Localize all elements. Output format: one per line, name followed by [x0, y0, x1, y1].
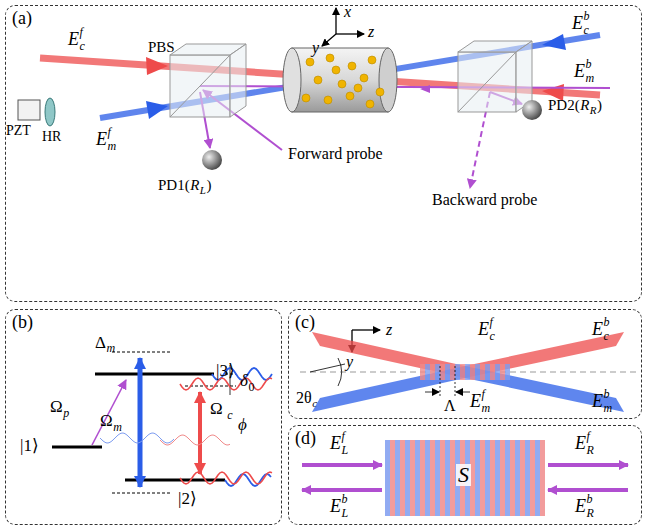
figure-label: b [587, 493, 593, 505]
figure-label: b [342, 493, 348, 505]
figure-label: R [190, 178, 199, 193]
figure-label: Ω [208, 400, 225, 417]
figure-label: E [478, 320, 489, 338]
figure-label: c [604, 330, 609, 342]
figure-label: Ω [100, 412, 113, 429]
figure-label: E [572, 14, 583, 32]
figure-label: δ [240, 372, 248, 389]
figure-label: Backward probe [432, 192, 537, 208]
figure-label: x [344, 4, 351, 20]
figure-label: m [108, 140, 117, 152]
figure-label: m [482, 402, 491, 414]
figure-label: f [342, 430, 345, 442]
figure-label: b [584, 10, 590, 22]
panel-label: (d) [295, 429, 316, 447]
figure-label: c [312, 398, 317, 409]
figure-label: E [330, 497, 341, 515]
figure-label: c [225, 409, 234, 421]
figure-label: E [575, 434, 586, 452]
figure-label: m [586, 72, 595, 84]
figure-label: y [312, 40, 319, 56]
figure-label: 2θ [296, 390, 312, 406]
figure-label: b [586, 58, 592, 70]
figure-label: E [96, 130, 107, 148]
figure-label: E [68, 30, 79, 48]
figure-label: E [592, 320, 603, 338]
figure-label: E [575, 497, 586, 515]
figure-label: PD2( [548, 98, 580, 113]
figure-label: c [80, 40, 85, 52]
figure-label: p [63, 407, 69, 419]
figure-label: L [200, 185, 206, 196]
figure-label: R [580, 98, 589, 113]
figure-label: Ω [50, 398, 63, 415]
figure-label: PZT [6, 124, 31, 138]
figure-label: z [386, 322, 392, 338]
figure-label: Forward probe [288, 146, 383, 162]
figure-label: Δ [95, 334, 106, 351]
figure-label: PBS [148, 40, 175, 55]
figure-label: c [584, 24, 589, 36]
figure-label: L [342, 507, 349, 519]
figure-label: f [490, 316, 493, 328]
figure-label: b [604, 388, 610, 400]
figure-label: 0 [248, 381, 254, 393]
figure-label: f [80, 26, 83, 38]
figure-label: |2⟩ [178, 490, 197, 507]
figure-label: y [346, 354, 353, 370]
panel-label: (b) [12, 313, 33, 331]
figure-label: m [106, 342, 115, 354]
figure-label: E [574, 62, 585, 80]
figure-label: |1⟩ [20, 437, 39, 454]
figure-label: R [590, 105, 597, 116]
figure-label: Λ [444, 398, 456, 414]
figure-label: f [482, 388, 485, 400]
figure-label: f [587, 430, 590, 442]
figure-label: PD1( [158, 178, 190, 193]
figure-label: E [470, 392, 481, 410]
figure-label: E [330, 434, 341, 452]
figure-label: S [456, 464, 471, 486]
figure-label: m [113, 421, 122, 433]
figure-label: R [587, 507, 594, 519]
figure-label: c [490, 330, 495, 342]
figure-label: m [604, 402, 613, 414]
figure-label: R [587, 444, 594, 456]
figure-panel: (c) [288, 309, 642, 419]
figure-label: E [592, 392, 603, 410]
figure-label: f [108, 126, 111, 138]
figure-label: HR [42, 130, 61, 144]
figure-label: L [342, 444, 349, 456]
figure-label: |3⟩ [216, 362, 235, 379]
panel-label: (a) [12, 9, 32, 27]
figure-label: ) [206, 178, 211, 193]
figure-label: b [604, 316, 610, 328]
figure-label: ϕ [238, 416, 247, 433]
figure-label: ) [597, 98, 602, 113]
figure-label: z [368, 24, 374, 40]
panel-label: (c) [295, 313, 315, 331]
